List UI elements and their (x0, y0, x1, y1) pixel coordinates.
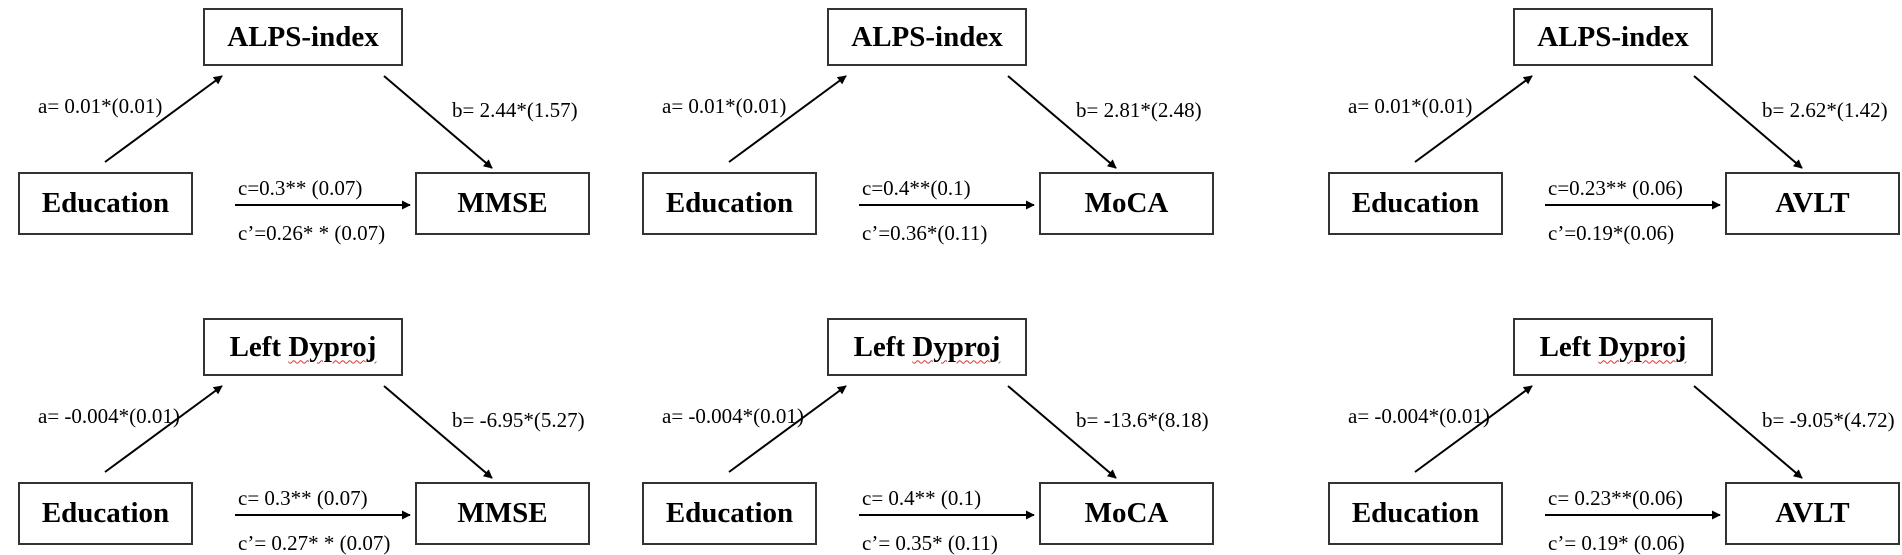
path-b-label-1: b= 2.44*(1.57) (452, 98, 578, 122)
arrow-b-3 (1693, 75, 1803, 169)
path-c-prime-label-1: c’=0.26* * (0.07) (238, 221, 386, 245)
path-a-label-3: a= 0.01*(0.01) (1348, 94, 1473, 118)
path-c-label-3: c=0.23** (0.06) (1548, 176, 1683, 200)
path-a-label-5: a= -0.004*(0.01) (662, 404, 804, 428)
predictor-box-3: Education (1328, 172, 1503, 235)
outcome-box-6: AVLT (1725, 482, 1900, 545)
path-c-label-1: c=0.3** (0.07) (238, 176, 363, 200)
path-c-prime-label-2: c’=0.36*(0.11) (862, 221, 988, 245)
arrow-a-4 (104, 385, 223, 473)
mediator-label: ALPS-index (227, 20, 379, 53)
outcome-box-4: MMSE (415, 482, 590, 545)
mediator-label-word: Dyproj (912, 330, 1001, 363)
path-c-label-2: c=0.4**(0.1) (862, 176, 971, 200)
arrow-a-1 (104, 75, 223, 163)
arrow-b-1 (383, 75, 493, 169)
arrow-b-5 (1007, 385, 1117, 479)
mediator-label-prefix: Left (229, 330, 289, 363)
mediator-box-1: ALPS-index (203, 8, 403, 66)
path-b-label-3: b= 2.62*(1.42) (1762, 98, 1888, 122)
arrow-a-5 (728, 385, 847, 473)
path-c-label-5: c= 0.4** (0.1) (862, 486, 982, 510)
predictor-box-4: Education (18, 482, 193, 545)
path-c-prime-label-3: c’=0.19*(0.06) (1548, 221, 1675, 245)
outcome-box-3: AVLT (1725, 172, 1900, 235)
arrow-b-2 (1007, 75, 1117, 169)
path-a-label-1: a= 0.01*(0.01) (38, 94, 163, 118)
outcome-box-2: MoCA (1039, 172, 1214, 235)
path-c-label-6: c= 0.23**(0.06) (1548, 486, 1683, 510)
path-a-label-2: a= 0.01*(0.01) (662, 94, 787, 118)
path-a-label-6: a= -0.004*(0.01) (1348, 404, 1490, 428)
path-b-label-2: b= 2.81*(2.48) (1076, 98, 1202, 122)
mediator-label-word: Dyproj (288, 330, 377, 363)
path-a-label-4: a= -0.004*(0.01) (38, 404, 180, 428)
mediator-label-prefix: Left (1539, 330, 1599, 363)
mediator-label-prefix: Left (853, 330, 913, 363)
path-b-label-4: b= -6.95*(5.27) (452, 408, 585, 432)
mediator-box-2: ALPS-index (827, 8, 1027, 66)
outcome-box-1: MMSE (415, 172, 590, 235)
predictor-box-5: Education (642, 482, 817, 545)
mediator-label: ALPS-index (1537, 20, 1689, 53)
predictor-box-6: Education (1328, 482, 1503, 545)
arrow-b-4 (383, 385, 493, 479)
path-b-label-6: b= -9.05*(4.72) (1762, 408, 1895, 432)
arrow-a-3 (1414, 75, 1533, 163)
path-c-label-4: c= 0.3** (0.07) (238, 486, 368, 510)
path-c-prime-label-4: c’= 0.27* * (0.07) (238, 531, 391, 555)
mediator-box-3: ALPS-index (1513, 8, 1713, 66)
arrow-a-2 (728, 75, 847, 163)
mediator-label-word: Dyproj (1598, 330, 1687, 363)
arrow-a-6 (1414, 385, 1533, 473)
path-c-prime-label-6: c’= 0.19* (0.06) (1548, 531, 1685, 555)
mediator-box-6: Left Dyproj (1513, 318, 1713, 376)
mediator-label: ALPS-index (851, 20, 1003, 53)
predictor-box-1: Education (18, 172, 193, 235)
outcome-box-5: MoCA (1039, 482, 1214, 545)
mediator-box-4: Left Dyproj (203, 318, 403, 376)
arrow-b-6 (1693, 385, 1803, 479)
mediator-box-5: Left Dyproj (827, 318, 1027, 376)
predictor-box-2: Education (642, 172, 817, 235)
path-b-label-5: b= -13.6*(8.18) (1076, 408, 1209, 432)
path-c-prime-label-5: c’= 0.35* (0.11) (862, 531, 998, 555)
